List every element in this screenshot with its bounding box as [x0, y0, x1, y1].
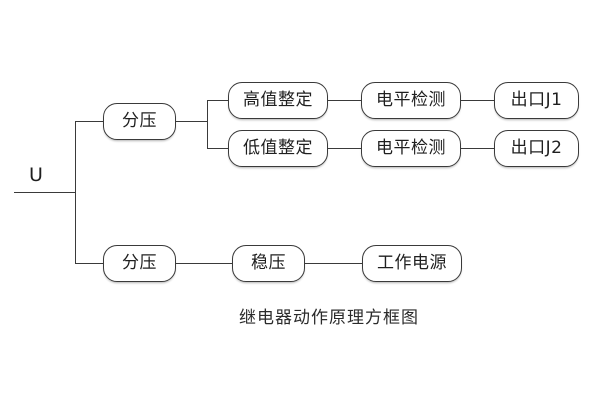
- node-high-set[interactable]: 高值整定: [228, 82, 328, 119]
- wire-trunk-to-divider-top: [75, 121, 104, 122]
- wire-splitter-to-low-set: [207, 148, 229, 149]
- wire-level-detect-2-to-output-j2: [461, 148, 495, 149]
- node-output-j1[interactable]: 出口J1: [494, 82, 579, 119]
- wire-level-detect-1-to-output-j1: [461, 100, 495, 101]
- wire-low-set-to-level-detect-2: [328, 148, 362, 149]
- node-divider-bottom[interactable]: 分压: [103, 245, 176, 282]
- wire-regulator-to-work-supply: [305, 263, 363, 264]
- node-low-set[interactable]: 低值整定: [228, 130, 328, 167]
- node-work-supply[interactable]: 工作电源: [362, 245, 462, 282]
- wire-trunk-to-divider-bottom: [75, 263, 104, 264]
- node-output-j2[interactable]: 出口J2: [494, 130, 579, 167]
- input-voltage-label: U: [29, 164, 43, 186]
- wire-divider-top-to-splitter: [176, 121, 208, 122]
- wire-input-lead: [14, 192, 76, 193]
- diagram-caption: 继电器动作原理方框图: [239, 308, 419, 328]
- wire-divider-bottom-to-regulator: [176, 263, 233, 264]
- wire-splitter-to-high-set: [207, 100, 229, 101]
- wire-splitter-bar: [207, 100, 208, 148]
- wire-trunk-bus: [75, 121, 76, 264]
- node-divider-top[interactable]: 分压: [103, 103, 176, 140]
- wire-high-set-to-level-detect-1: [328, 100, 362, 101]
- node-level-detect-1[interactable]: 电平检测: [361, 82, 461, 119]
- node-regulator[interactable]: 稳压: [232, 245, 305, 282]
- node-level-detect-2[interactable]: 电平检测: [361, 130, 461, 167]
